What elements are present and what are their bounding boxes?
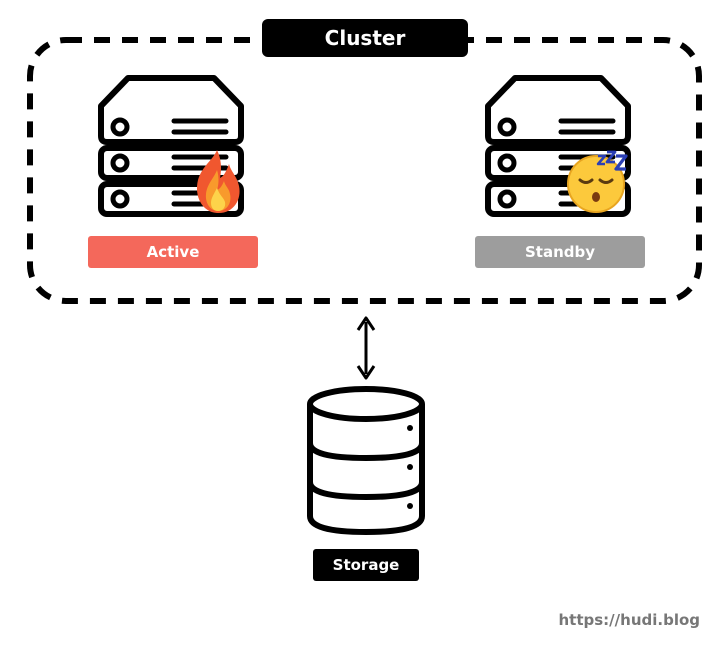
cluster-title: Cluster [325, 26, 406, 50]
fire-icon [196, 150, 240, 214]
storage-label-bg [313, 549, 419, 581]
watermark: https://hudi.blog [559, 611, 701, 629]
storage-label: Storage [313, 549, 419, 581]
storage-label-text: Storage [333, 556, 400, 574]
server-led [497, 153, 517, 173]
server-led [497, 189, 517, 209]
database-body [307, 404, 425, 535]
server-standby: Standby [475, 75, 645, 268]
sleeping-face-icon [567, 150, 628, 213]
server-active: Active [88, 75, 258, 268]
zzz-icon [596, 150, 628, 171]
database-icon [307, 386, 425, 535]
database-led [407, 425, 413, 431]
server-led [110, 189, 130, 209]
server-led [110, 153, 130, 173]
server-top-unit [485, 75, 631, 145]
cluster-title-bg [262, 19, 468, 57]
cluster-title-label: Cluster [262, 19, 468, 57]
double-arrow-icon [356, 316, 376, 380]
database-led [407, 503, 413, 509]
database-top [307, 386, 425, 422]
node-label-active: Active [147, 243, 200, 261]
database-led [407, 464, 413, 470]
server-top-unit [98, 75, 244, 145]
server-led [110, 117, 130, 137]
node-status-bar-active [88, 236, 258, 268]
node-status-bar-standby [475, 236, 645, 268]
node-label-standby: Standby [525, 243, 595, 261]
server-led [497, 117, 517, 137]
